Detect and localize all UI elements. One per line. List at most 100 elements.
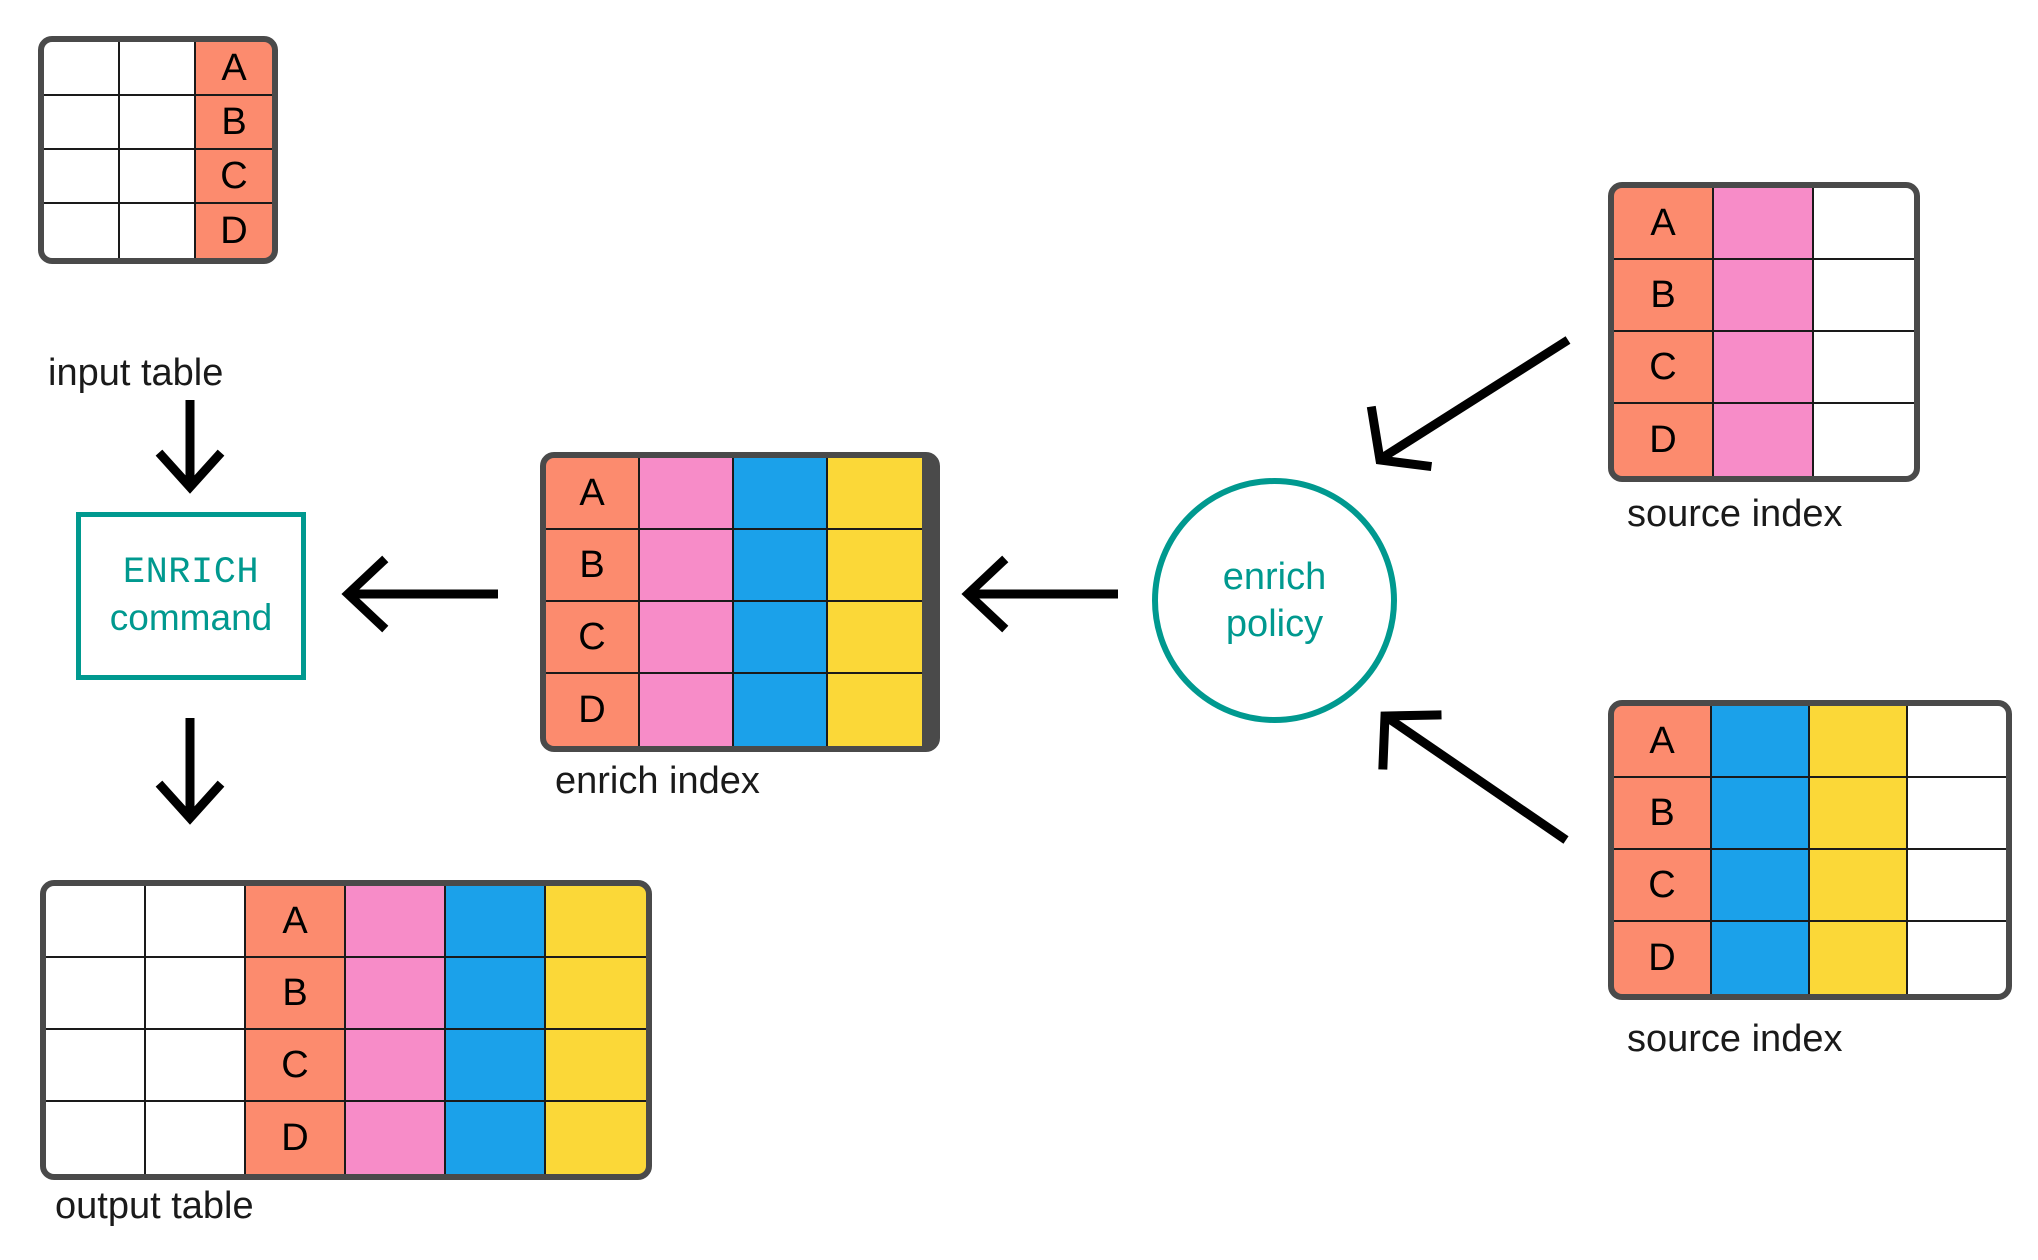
table-cell [640,674,734,746]
table-cell [1714,260,1814,332]
table-cell [46,1102,146,1174]
table-cell [146,958,246,1030]
table-cell-key: D [546,674,640,746]
table-cell-key: A [196,42,272,96]
table-cell [828,602,922,674]
arrow-source-top-to-policy [1366,336,1571,472]
table-cell-key: D [1614,922,1712,994]
output-table-caption: output table [55,1185,254,1227]
enrich-policy-line2: policy [1225,602,1324,645]
table-cell [1712,706,1810,778]
table-cell [446,958,546,1030]
table-cell-key: A [1614,188,1714,260]
table-cell-key: C [546,602,640,674]
table-cell [1712,850,1810,922]
table-cell [734,458,828,530]
table-cell-key: C [196,150,272,204]
table-cell [1810,706,1908,778]
table-cell [1714,188,1814,260]
table-cell [828,674,922,746]
enrich-index-caption: enrich index [555,760,760,802]
table-cell [828,530,922,602]
table-cell-key: B [246,958,346,1030]
table-cell [346,1102,446,1174]
arrow-source-bottom-to-policy [1378,710,1569,844]
table-cell [828,458,922,530]
table-cell [146,886,246,958]
table-cell [346,1030,446,1102]
table-cell [44,204,120,258]
table-cell [1712,778,1810,850]
table-cell [1712,922,1810,994]
enrich-command-box[interactable]: ENRICH command [76,512,306,680]
enrich-command-keyword: ENRICH [122,552,260,595]
table-cell [640,530,734,602]
enrich-policy-line1: enrich [1222,556,1327,599]
table-cell [120,42,196,96]
table-cell-key: D [246,1102,346,1174]
table-cell [446,1030,546,1102]
table-cell [46,1030,146,1102]
table-cell [1908,778,2006,850]
table-cell-key: B [1614,778,1712,850]
table-cell [44,96,120,150]
enrich-command-label: command [109,597,273,638]
table-cell [546,1030,646,1102]
table-cell [1908,850,2006,922]
source-index-bottom-caption: source index [1627,1018,1843,1060]
table-cell [1814,260,1914,332]
table-cell [1814,188,1914,260]
table-cell-key: C [246,1030,346,1102]
table-cell [546,1102,646,1174]
table-cell [1810,850,1908,922]
table-cell [734,602,828,674]
table-cell-key: A [1614,706,1712,778]
table-cell [120,96,196,150]
table-cell [446,886,546,958]
table-cell [1814,404,1914,476]
table-cell [1908,706,2006,778]
table-cell [1714,404,1814,476]
table-cell [346,886,446,958]
table-cell-key: A [246,886,346,958]
table-cell-key: B [196,96,272,150]
table-cell [146,1030,246,1102]
table-cell [120,204,196,258]
table-cell-key: D [196,204,272,258]
table-cell [46,958,146,1030]
arrow-command-to-output [155,718,225,825]
table-cell [546,886,646,958]
enrich-policy-node[interactable]: enrich policy [1152,478,1397,723]
table-cell [1810,922,1908,994]
table-cell [1810,778,1908,850]
table-cell [640,602,734,674]
arrow-enrich-index-to-command [341,555,498,633]
table-cell [120,150,196,204]
table-cell [44,150,120,204]
arrow-policy-to-enrich-index [961,555,1118,633]
table-cell [1908,922,2006,994]
source-index-top-caption: source index [1627,493,1843,535]
table-cell-key: D [1614,404,1714,476]
table-cell [640,458,734,530]
table-cell [46,886,146,958]
table-cell-key: C [1614,332,1714,404]
table-cell [1714,332,1814,404]
table-cell [346,958,446,1030]
table-cell-key: B [1614,260,1714,332]
table-cell [734,674,828,746]
table-cell [44,42,120,96]
input-table-caption: input table [48,352,224,394]
table-cell [546,958,646,1030]
table-cell-key: C [1614,850,1712,922]
table-cell [146,1102,246,1174]
